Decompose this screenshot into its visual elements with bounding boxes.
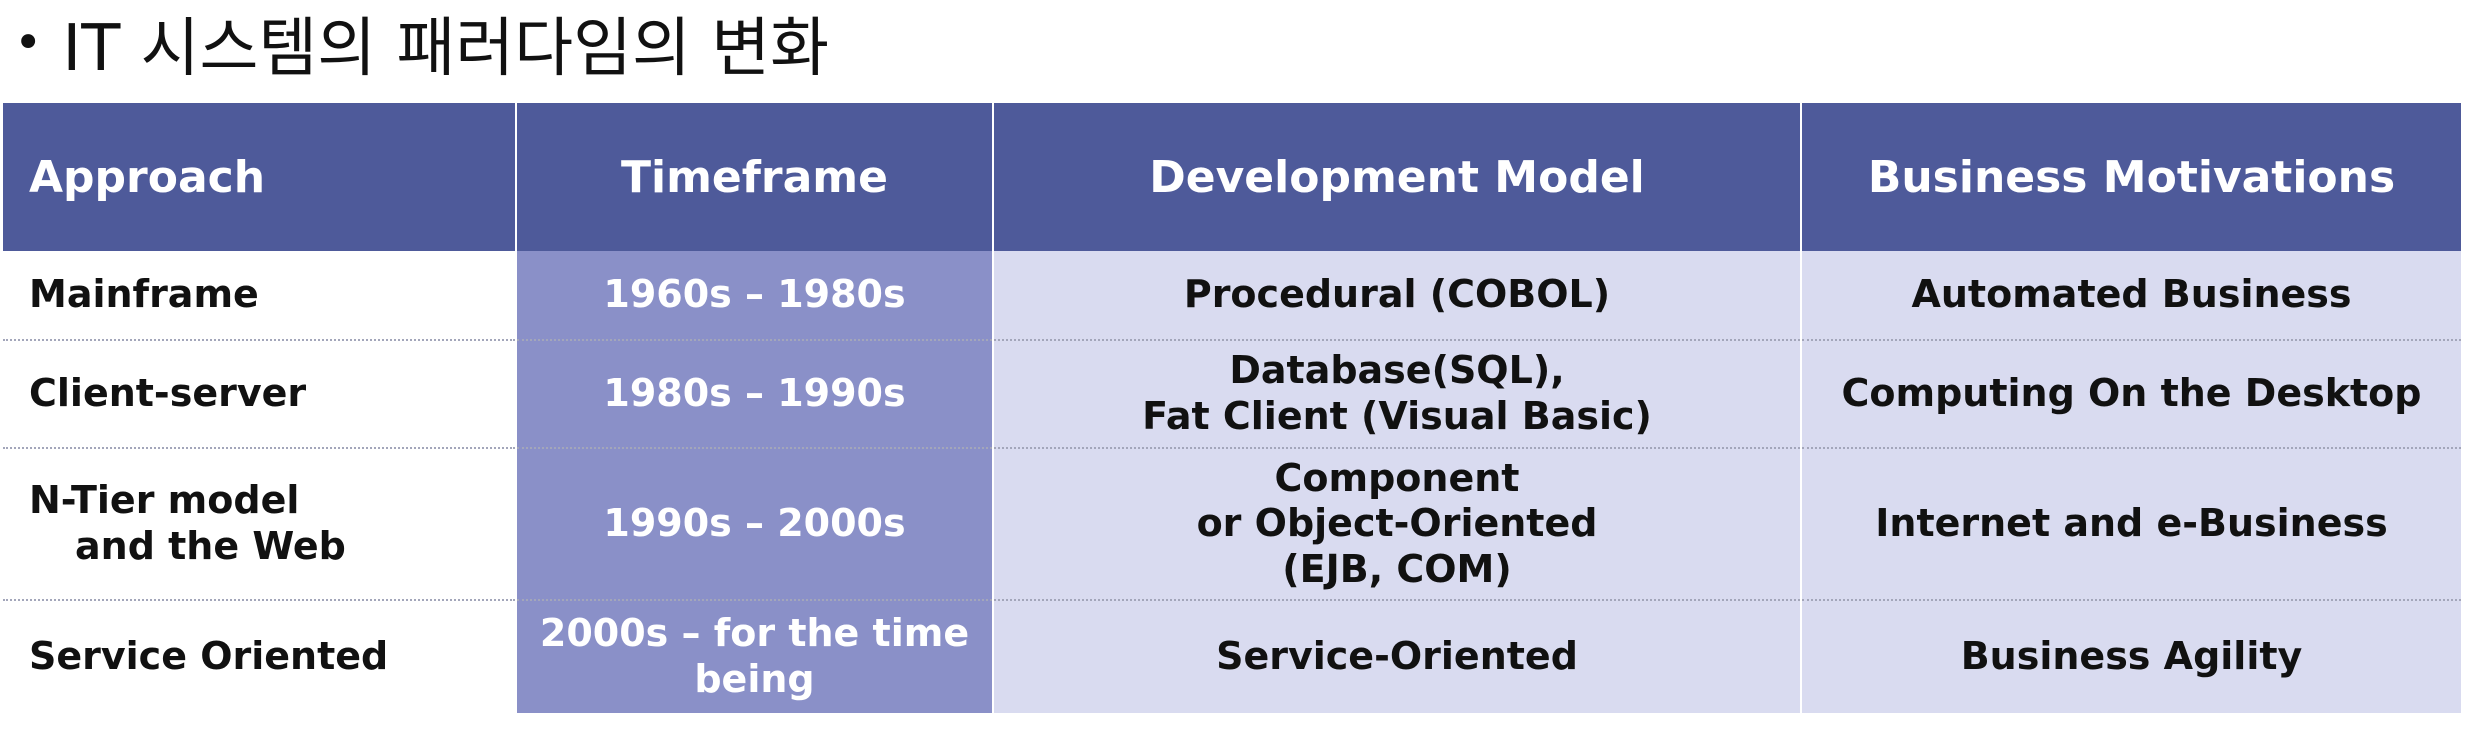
table-row: N-Tier model and the Web 1990s – 2000s C… [3,448,2461,601]
development-model-cell: Procedural (COBOL) [993,251,1801,341]
model-text: Service-Oriented [1216,634,1578,679]
development-model-cell: Component or Object-Oriented (EJB, COM) [993,448,1801,601]
table-row: Mainframe 1960s – 1980s Procedural (COBO… [3,251,2461,341]
table-row: Service Oriented 2000s – for the time be… [3,600,2461,713]
model-text: Fat Client (Visual Basic) [1142,394,1652,438]
development-model-cell: Service-Oriented [993,600,1801,713]
approach-cell: Client-server [3,340,516,449]
approach-text: Service Oriented [29,634,389,679]
motivation-text: Computing On the Desktop [1841,371,2422,416]
timeframe-text: 1980s – 1990s [603,371,906,416]
approach-cell: Mainframe [3,251,516,341]
business-motivation-cell: Automated Business [1800,251,2461,341]
approach-cell: N-Tier model and the Web [3,448,516,601]
timeframe-text: 1990s – 2000s [603,501,906,546]
business-motivation-cell: Computing On the Desktop [1800,340,2461,449]
timeframe-cell: 1960s – 1980s [515,251,994,341]
model-text: (EJB, COM) [1282,546,1512,591]
header-timeframe: Timeframe [515,103,993,251]
header-approach: Approach [3,103,516,251]
bullet-point: • [14,15,43,71]
table-header: Approach Timeframe Development Model Bus… [3,103,2461,251]
timeframe-cell: 1980s – 1990s [515,340,994,449]
header-development-model: Development Model [992,103,1801,251]
approach-cell: Service Oriented [3,600,516,713]
approach-text: N-Tier model [29,478,300,523]
development-model-cell: Database(SQL), Fat Client (Visual Basic) [993,340,1801,449]
model-text: Database(SQL), [1229,348,1565,393]
motivation-text: Business Agility [1960,634,2303,679]
header-business-motivations: Business Motivations [1800,103,2461,251]
timeframe-text: 1960s – 1980s [603,272,906,317]
motivation-text: Internet and e-Business [1875,501,2388,546]
timeframe-cell: 1990s – 2000s [515,448,994,601]
timeframe-cell: 2000s – for the time being [515,600,994,713]
approach-text: Mainframe [29,272,259,317]
header-row: Approach Timeframe Development Model Bus… [3,103,2461,251]
paradigm-table: Approach Timeframe Development Model Bus… [3,103,2461,713]
model-text: or Object-Oriented [1196,501,1598,546]
slide-title: • IT 시스템의 패러다임의 변화 [14,0,829,86]
approach-text: and the Web [75,524,346,568]
timeframe-text: being [694,657,815,701]
approach-text: Client-server [29,371,307,416]
timeframe-text: 2000s – for the time [539,611,970,656]
table-row: Client-server 1980s – 1990s Database(SQL… [3,340,2461,449]
business-motivation-cell: Internet and e-Business [1800,448,2461,601]
motivation-text: Automated Business [1911,272,2352,317]
title-text: IT 시스템의 패러다임의 변화 [62,12,829,86]
business-motivation-cell: Business Agility [1800,600,2461,713]
model-text: Procedural (COBOL) [1183,272,1611,317]
model-text: Component [1274,455,1520,500]
table-body: Mainframe 1960s – 1980s Procedural (COBO… [3,251,2461,713]
